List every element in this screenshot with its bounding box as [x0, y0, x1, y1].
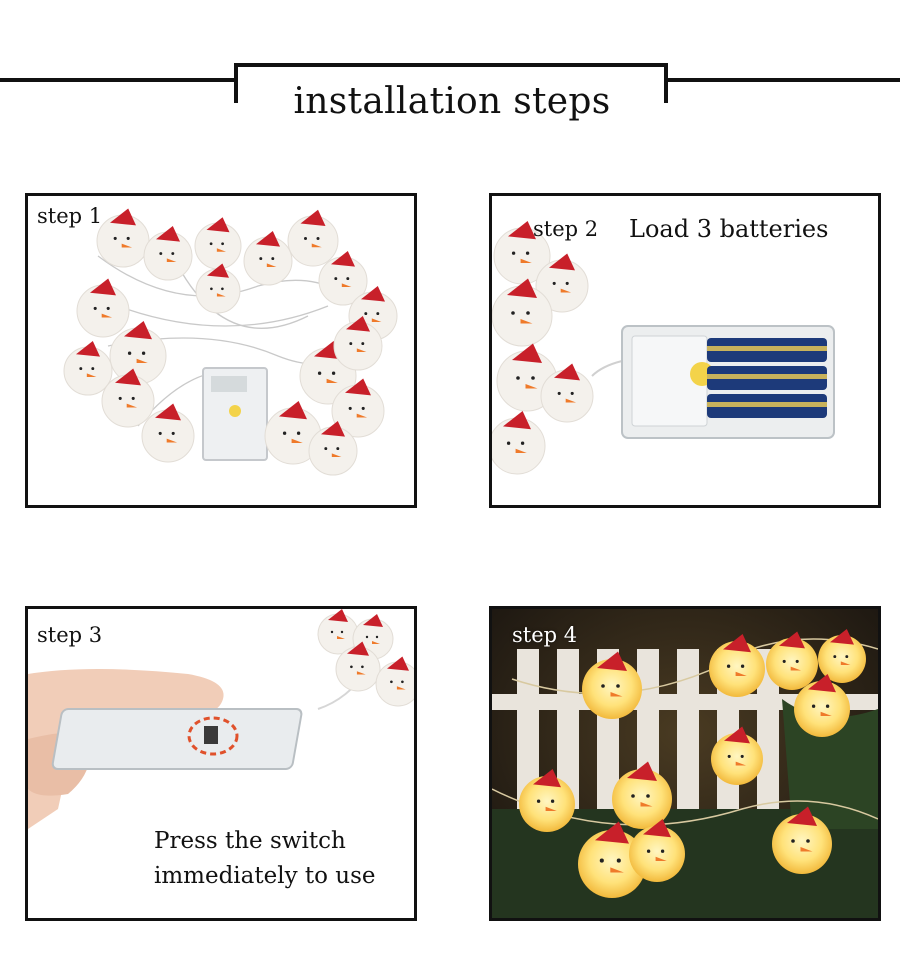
snowman-bulb [492, 278, 553, 347]
page-title: installation steps [293, 80, 611, 122]
snowman-bulb [317, 609, 359, 655]
snowman-bulb [264, 401, 322, 465]
snowman-bulb [243, 231, 293, 286]
snowman-bulb [101, 368, 155, 428]
step-2-caption: Load 3 batteries [629, 215, 829, 243]
snowman-bulb [818, 629, 866, 683]
step-4-label: step 4 [512, 623, 578, 647]
step-4-panel: step 4 [489, 606, 881, 921]
title-frame [234, 63, 668, 103]
step-3-label: step 3 [37, 623, 103, 647]
step-3-illustration [28, 609, 414, 829]
snowman-bulb [308, 421, 358, 476]
snowman-bulb [63, 341, 113, 396]
step-3-caption-line-2: immediately to use [154, 863, 376, 889]
snowman-bulb [794, 674, 850, 737]
snowman-bulbs-group-3 [317, 609, 414, 707]
step-3-panel: step 3 Press the switch immediately to u… [25, 606, 417, 921]
step-2-panel: step 2 Load 3 batteries [489, 193, 881, 508]
snowman-bulb [143, 226, 193, 281]
step-2-illustration [492, 221, 835, 475]
snowman-bulb [629, 819, 685, 882]
snowman-bulb [492, 411, 546, 475]
step-3-caption: Press the switch immediately to use [154, 824, 376, 894]
snowman-bulbs-group-2 [492, 221, 594, 475]
battery-box-held [51, 708, 303, 770]
snowman-bulb [195, 263, 241, 314]
snowman-bulb [141, 403, 195, 463]
step-1-label: step 1 [37, 204, 103, 228]
snowman-bulb [540, 363, 594, 423]
snowman-bulb [582, 651, 642, 719]
snowman-bulb [711, 726, 763, 785]
header-rule-right [664, 78, 900, 82]
step-4-illustration [492, 609, 878, 918]
snowman-bulb [331, 378, 385, 438]
snowman-bulb [375, 656, 414, 707]
snowman-bulb [96, 208, 150, 268]
lit-snowman-bulbs-group [519, 629, 866, 898]
step-3-caption-line-1: Press the switch [154, 828, 346, 854]
snowman-bulb [333, 316, 383, 371]
snowman-bulb [709, 634, 765, 697]
switch-icon [229, 405, 241, 417]
snowman-bulb [766, 631, 818, 690]
step-1-illustration [63, 208, 398, 476]
snowman-bulb [519, 769, 575, 832]
snowman-bulb [535, 253, 589, 313]
snowman-bulb [612, 761, 672, 829]
snowman-bulb [335, 641, 381, 692]
snowman-bulb [287, 209, 339, 267]
step-2-label: step 2 [533, 217, 599, 241]
header-rule-left [0, 78, 234, 82]
switch-highlight [187, 716, 239, 756]
snowman-bulb [578, 821, 646, 898]
snowman-bulb [318, 251, 368, 306]
snowman-bulb [109, 321, 167, 385]
snowman-bulb [194, 217, 242, 270]
snowman-bulbs-group-1 [63, 208, 398, 476]
title-box: installation steps [293, 78, 610, 124]
step-1-panel: step 1 [25, 193, 417, 508]
snowman-bulb [76, 278, 130, 338]
snowman-bulb [772, 806, 832, 874]
